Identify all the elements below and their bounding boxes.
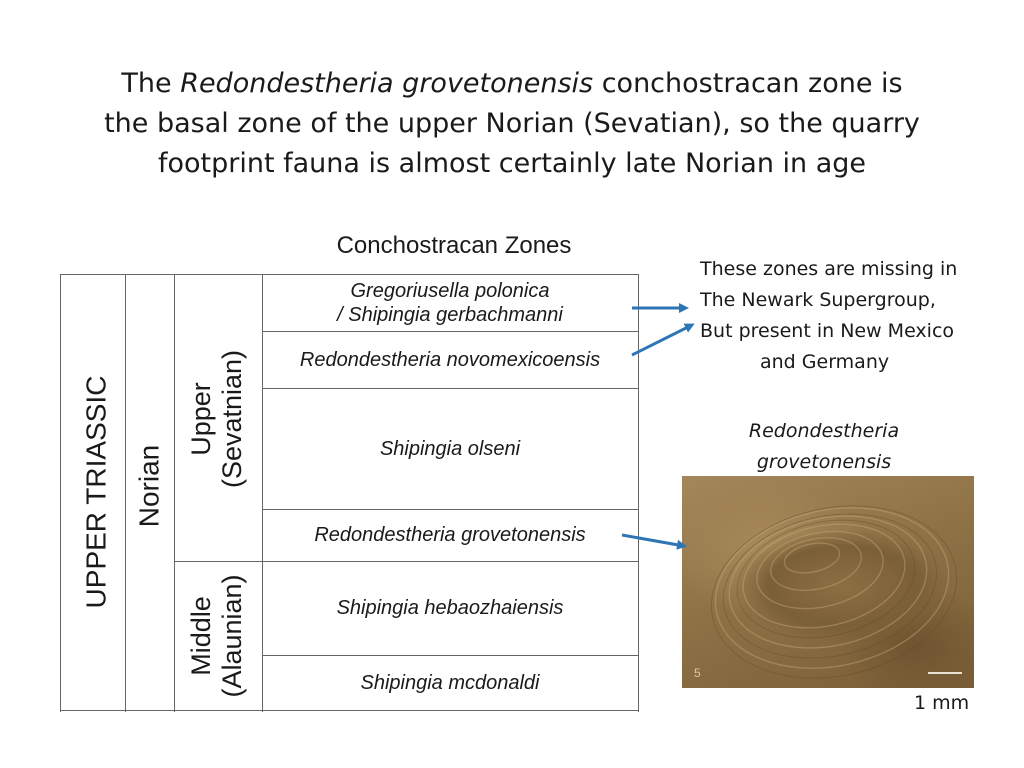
column-divider-2 xyxy=(174,274,175,712)
photo-caption: Redondestheria grovetonensis xyxy=(748,420,900,473)
arrow-to-note-2 xyxy=(631,323,695,357)
stratigraphic-chart: UPPER TRIASSIC Norian Upper (Sevatnian) … xyxy=(60,274,640,712)
fossil-photo: 5 xyxy=(682,476,974,688)
slide-title: The Redondestheria grovetonensis conchos… xyxy=(60,64,964,184)
chart-border-bottom xyxy=(60,710,639,711)
zone-shipingia-mcdonaldi: Shipingia mcdonaldi xyxy=(360,671,540,694)
row-divider-5 xyxy=(262,655,639,656)
fossil-growth-lines xyxy=(710,505,958,679)
chart-border-top xyxy=(60,274,639,275)
scale-label: 1 mm xyxy=(914,692,970,714)
arrow-to-photo xyxy=(621,533,687,550)
column-divider-1 xyxy=(125,274,126,712)
chart-border-right xyxy=(638,274,639,712)
zone-redondestheria-grovetonensis: Redondestheria grovetonensis xyxy=(314,524,586,546)
row-divider-1 xyxy=(262,331,639,332)
title-line-1: The Redondestheria grovetonensis conchos… xyxy=(121,68,903,99)
zone-shipingia-olseni: Shipingia olseni xyxy=(379,437,521,460)
title-species-name: Redondestheria grovetonensis xyxy=(180,68,594,99)
column-divider-3 xyxy=(262,274,263,712)
row-divider-substage xyxy=(174,561,639,562)
title-line-2: the basal zone of the upper Norian (Seva… xyxy=(104,108,920,139)
zone-redondestheria-novomexicoensis: Redondestheria novomexicoensis xyxy=(299,348,601,371)
zone-gregoriusella-polonica: Gregoriusella polonica / Shipingia gerba… xyxy=(337,279,563,326)
chart-heading: Conchostracan Zones xyxy=(336,232,572,259)
row-divider-2 xyxy=(262,388,639,389)
title-line-3: footprint fauna is almost certainly late… xyxy=(157,148,867,179)
plate-number: 5 xyxy=(694,666,701,680)
scale-bar xyxy=(928,672,962,674)
row-divider-3 xyxy=(262,509,639,510)
zone-shipingia-hebaozhaiensis: Shipingia hebaozhaiensis xyxy=(336,597,564,619)
chart-border-left xyxy=(60,274,61,712)
missing-zones-note: These zones are missing in The Newark Su… xyxy=(700,258,958,373)
